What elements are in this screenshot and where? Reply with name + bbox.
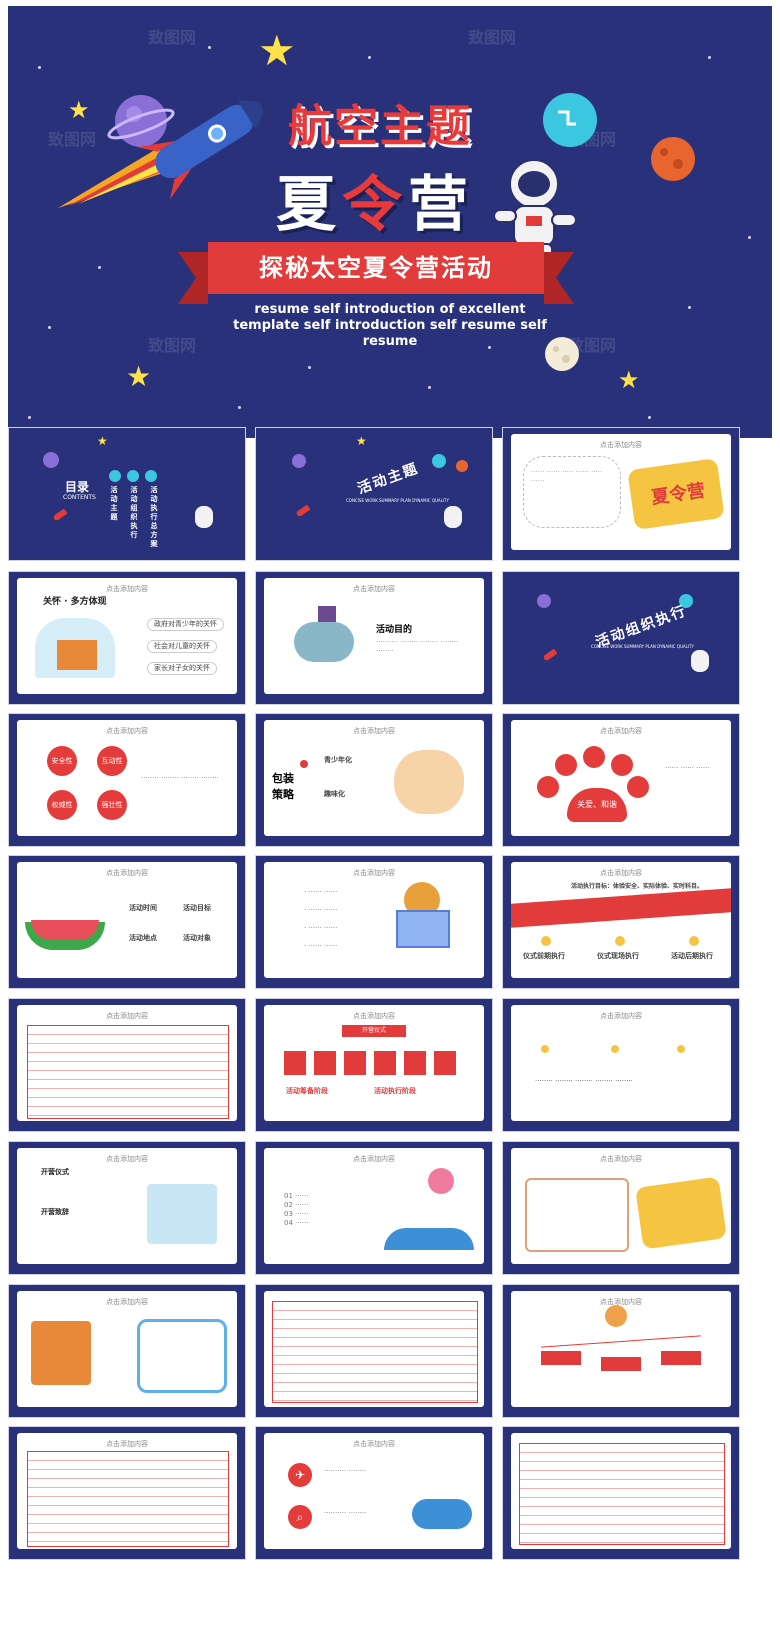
toc-title: 目录 — [65, 480, 90, 494]
plane-icon: ✈ — [288, 1463, 312, 1487]
slide-care[interactable]: 点击添加内容 关怀 · 多方体现 政府对青少年的关怀 社会对儿童的关怀 家长对子… — [8, 571, 246, 705]
slide-four-traits[interactable]: 点击添加内容 安全性 互动性 权威性 强壮性 ········ ········… — [8, 713, 246, 847]
slide-theme[interactable]: ★ 活动主题 CONCISE WORK SUMMARY PLAN DYNAMIC… — [255, 427, 493, 561]
slide-icons[interactable]: 点击添加内容 ✈ ⌕ ·········· ········ ·········… — [255, 1426, 493, 1560]
slide-pack[interactable]: 点击添加内容 包装策略 青少年化 趣味化 — [255, 713, 493, 847]
slide-exec-list[interactable]: 点击添加内容 活动执行目标：体验安全、实际体验、实时科目。 仪式前期执行 仪式现… — [502, 855, 740, 989]
slide-table-2[interactable] — [255, 1284, 493, 1418]
slide-love[interactable]: 点击添加内容 关爱、和谐 ······ ······ ······ — [502, 713, 740, 847]
planet-icon — [651, 137, 695, 181]
toc-title-en: CONTENTS — [63, 494, 96, 501]
slide-schedule-table[interactable]: 点击添加内容 — [8, 998, 246, 1132]
toc-item-2: 活动组织执行 — [130, 486, 138, 540]
star-icon: ★ — [258, 26, 296, 75]
planet-icon — [107, 95, 175, 147]
watermark-text: 致图网 — [568, 336, 617, 355]
planet-icon — [543, 93, 597, 147]
watermark-text: 致图网 — [148, 28, 197, 47]
slide-exec[interactable]: 活动组织执行 CONCISE WORK SUMMARY PLAN DYNAMIC… — [502, 571, 740, 705]
watermark-text: 致图网 — [148, 336, 197, 355]
slide-timeline[interactable]: 点击添加内容 — [502, 1284, 740, 1418]
toc-item-3: 活动执行总方案 — [150, 486, 158, 549]
cover-ribbon: 探秘太空夏令营活动 — [178, 242, 574, 304]
search-icon: ⌕ — [288, 1505, 312, 1529]
slide-toc[interactable]: ★ 目录 CONTENTS 活动主题 活动组织执行 活动执行总方案 — [8, 427, 246, 561]
slide-event[interactable]: 点击添加内容 活动时间 活动地点 活动目标 活动对象 — [8, 855, 246, 989]
toc-item-1: 活动主题 — [110, 486, 118, 522]
watermark-text: 致图网 — [48, 130, 97, 149]
cover-slide: 致图网 致图网 致图网 致图网 致图网 致图网 ★ ★ ★ ★ ★ — [8, 6, 772, 438]
theme-title: 活动主题 — [355, 460, 422, 498]
cover-title: 航空主题 — [288, 101, 472, 152]
slide-table-3[interactable]: 点击添加内容 — [8, 1426, 246, 1560]
cover-subtitle: resume self introduction of excellent te… — [233, 302, 547, 349]
slide-intro[interactable]: 点击添加内容 ······ ······ ····· ······ ····· … — [502, 427, 740, 561]
star-icon: ★ — [68, 96, 90, 124]
slide-opening[interactable]: 点击添加内容 开营仪式 开营致辞 — [8, 1141, 246, 1275]
slide-purpose[interactable]: 点击添加内容 活动目的 ·········· ········ ········… — [255, 571, 493, 705]
slide-books[interactable]: 点击添加内容 — [8, 1284, 246, 1418]
moon-icon — [545, 337, 579, 371]
cover-title-main: 夏令营 — [276, 170, 474, 240]
rocket-icon — [58, 100, 263, 208]
slide-travel[interactable]: 点击添加内容 01 ······02 ······03 ······04 ···… — [255, 1141, 493, 1275]
watermark-text: 致图网 — [468, 28, 517, 47]
star-icon: ★ — [618, 366, 640, 394]
star-icon: ★ — [448, 106, 461, 122]
slide-table-4[interactable] — [502, 1426, 740, 1560]
slide-stages[interactable]: 点击添加内容 ········ ········ ········ ······… — [502, 998, 740, 1132]
star-icon: ★ — [126, 360, 152, 393]
slide-board[interactable]: 点击添加内容 — [502, 1141, 740, 1275]
slide-ceremony-flow[interactable]: 点击添加内容 开营仪式 活动筹备阶段 活动执行阶段 — [255, 998, 493, 1132]
slide-lion[interactable]: 点击添加内容 · ······ ······· ······ ······· ·… — [255, 855, 493, 989]
